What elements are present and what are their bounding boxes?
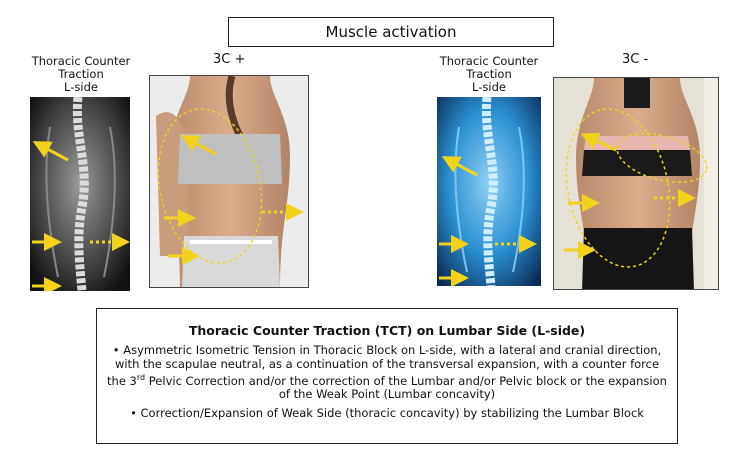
left-xray-caption: Thoracic Counter Traction L-side bbox=[18, 55, 144, 94]
caption-line: Thoracic Counter bbox=[439, 54, 539, 68]
left-xray-image bbox=[30, 97, 130, 291]
left-photo-label: 3C + bbox=[213, 52, 246, 67]
caption-line: L-side bbox=[64, 80, 98, 94]
yellow-arrow-icon bbox=[441, 156, 478, 177]
caption-line: Traction bbox=[58, 67, 104, 81]
dotted-ellipse-icon bbox=[157, 108, 263, 264]
caption-line: Traction bbox=[466, 67, 512, 81]
right-xray-caption: Thoracic Counter Traction L-side bbox=[426, 55, 552, 94]
title-box: Muscle activation bbox=[228, 17, 554, 47]
caption-line: Thoracic Counter bbox=[31, 54, 131, 68]
bullet-1-text: • Asymmetric Isometric Tension in Thorac… bbox=[107, 343, 662, 388]
yellow-arrow-icon bbox=[32, 141, 69, 162]
info-bullet-2: • Correction/Expansion of Weak Side (tho… bbox=[130, 405, 644, 420]
right-xray-image bbox=[437, 97, 541, 286]
bullet-1-sup: rd bbox=[136, 373, 146, 382]
dotted-ellipse-icon bbox=[565, 108, 671, 268]
right-photo-label: 3C - bbox=[622, 52, 649, 67]
left-back-photo bbox=[149, 75, 309, 288]
info-bullet-1: • Asymmetric Isometric Tension in Thorac… bbox=[105, 343, 669, 402]
yellow-arrow-icon bbox=[580, 132, 617, 152]
yellow-arrow-icon bbox=[180, 135, 217, 156]
info-title: Thoracic Counter Traction (TCT) on Lumba… bbox=[188, 323, 586, 338]
right-back-photo bbox=[553, 77, 719, 290]
bullet-1-text-cont: Pelvic Correction and/or the correction … bbox=[145, 373, 667, 402]
title-text: Muscle activation bbox=[325, 23, 457, 41]
caption-line: L-side bbox=[472, 80, 506, 94]
info-box: Thoracic Counter Traction (TCT) on Lumba… bbox=[96, 308, 678, 444]
